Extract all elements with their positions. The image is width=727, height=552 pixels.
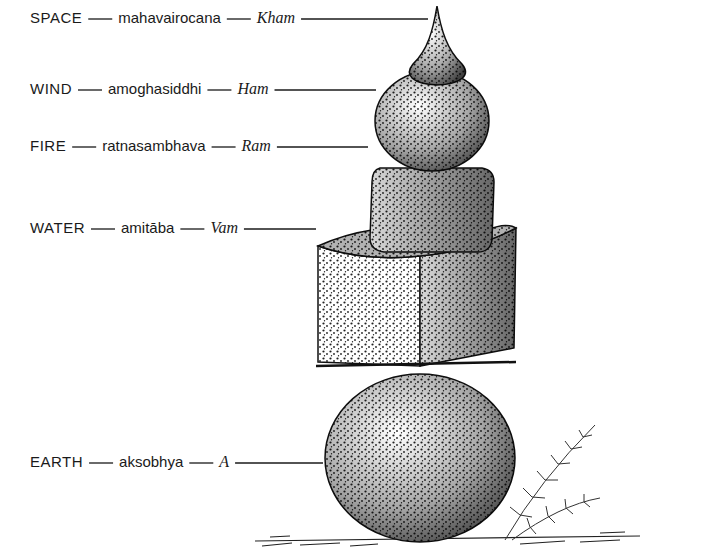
leader-dash [88, 18, 112, 19]
fire-stone [370, 168, 494, 252]
element-name: FIRE [30, 137, 66, 155]
seed-syllable: Kham [257, 9, 295, 27]
element-name: WIND [30, 80, 72, 98]
buddha-name: amoghasiddhi [108, 80, 201, 98]
leader-dash [277, 146, 368, 147]
earth-stone [325, 374, 515, 542]
element-name: WATER [30, 219, 85, 237]
element-name: EARTH [30, 453, 83, 471]
wind-stone [375, 71, 489, 171]
leader-dash [207, 89, 231, 90]
buddha-name: ratnasambhava [102, 137, 205, 155]
space-stone [409, 6, 465, 85]
leader-dash [180, 228, 204, 229]
leader-dash [275, 89, 376, 90]
seed-syllable: Vam [210, 219, 238, 237]
fern [505, 425, 600, 540]
element-name: SPACE [30, 9, 82, 27]
seed-syllable: Ram [242, 137, 271, 155]
leader-dash [89, 462, 113, 463]
buddha-name: aksobhya [119, 453, 183, 471]
seed-syllable: A [219, 453, 229, 471]
leader-dash [227, 18, 251, 19]
buddha-name: amitāba [121, 219, 174, 237]
seed-syllable: Ham [237, 80, 268, 98]
leader-dash [244, 228, 316, 229]
buddha-name: mahavairocana [118, 9, 221, 27]
leader-dash [91, 228, 115, 229]
leader-dash [189, 462, 213, 463]
leader-dash [78, 89, 102, 90]
leader-dash [235, 462, 323, 463]
leader-dash [301, 18, 428, 19]
leader-dash [212, 146, 236, 147]
leader-dash [72, 146, 96, 147]
